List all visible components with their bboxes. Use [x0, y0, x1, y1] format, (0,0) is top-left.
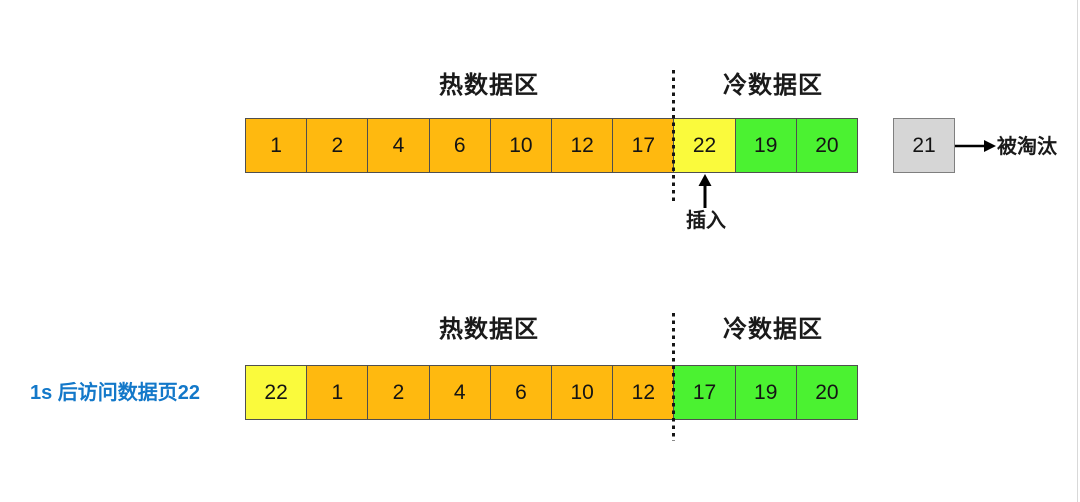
page-cell-19: 19 [734, 119, 796, 172]
page-cell-4: 4 [367, 119, 429, 172]
hot-cold-divider-1 [672, 70, 675, 203]
page-cell-10: 10 [489, 119, 552, 172]
page-cell-1: 1 [306, 366, 368, 419]
page-cell-6: 6 [428, 119, 490, 172]
hot-region-label-1: 热数据区 [439, 72, 539, 99]
page-cell-12: 12 [612, 366, 674, 419]
page-cell-17: 17 [612, 119, 674, 172]
insert-arrow-up-icon [698, 174, 712, 208]
page-cell-6: 6 [489, 366, 552, 419]
page-cell-4: 4 [428, 366, 490, 419]
page-cell-20: 20 [795, 119, 858, 172]
page-cell-12: 12 [551, 119, 613, 172]
hot-cold-divider-2 [672, 313, 675, 441]
evicted-page-number: 21 [912, 133, 936, 157]
page-cell-22: 22 [673, 119, 735, 172]
access-after-1s-caption: 1s 后访问数据页22 [30, 382, 201, 404]
evict-arrow-right-icon [955, 140, 996, 152]
page-cell-19: 19 [734, 366, 796, 419]
cold-region-label-1: 冷数据区 [723, 72, 823, 99]
hot-region-label-2: 热数据区 [439, 316, 539, 343]
page-cell-2: 2 [306, 119, 368, 172]
page-cell-2: 2 [367, 366, 429, 419]
evicted-page-box: 21 [893, 118, 955, 173]
cold-region-label-2: 冷数据区 [723, 316, 823, 343]
page-cell-20: 20 [795, 366, 858, 419]
page-cell-1: 1 [246, 119, 307, 172]
page-cell-10: 10 [551, 366, 613, 419]
content-edge-divider [1077, 0, 1078, 502]
insert-label: 插入 [686, 210, 726, 232]
page-cell-17: 17 [673, 366, 735, 419]
evicted-label: 被淘汰 [997, 136, 1057, 158]
page-cell-22: 22 [246, 366, 307, 419]
